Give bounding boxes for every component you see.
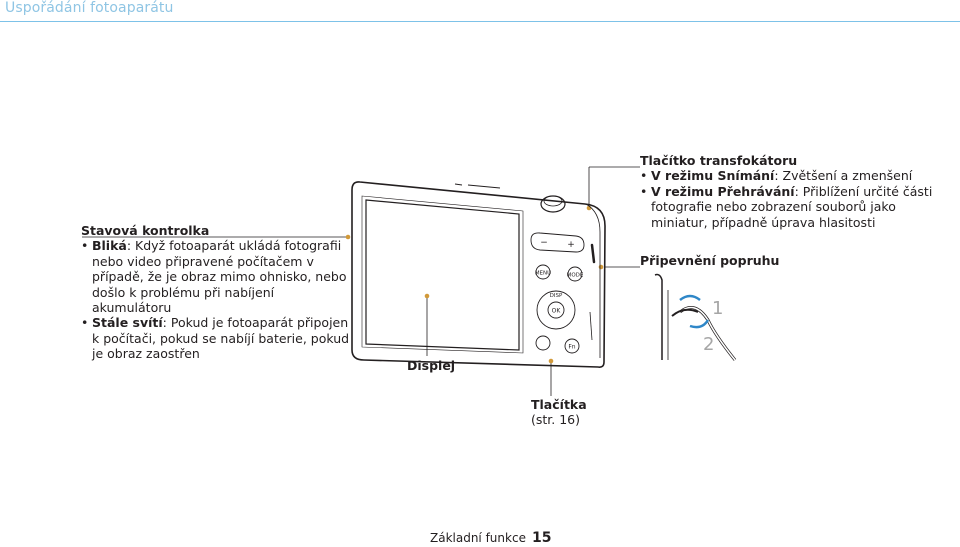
- header-rule: [0, 21, 960, 22]
- zoom-button-heading: Tlačítko transfokátoru: [640, 153, 798, 168]
- strap-step-1: 1: [712, 298, 723, 319]
- ok-button-label: OK: [552, 308, 562, 315]
- page-footer: Základní funkce 15: [430, 530, 551, 546]
- menu-button-label: MENU: [535, 271, 551, 277]
- zoom-playback-item: V režimu Přehrávání: Přiblížení určité č…: [640, 184, 940, 230]
- buttons-page-ref: (str. 16): [531, 412, 581, 428]
- zoom-shooting-item: V režimu Snímání: Zvětšení a zmenšení: [640, 168, 940, 183]
- buttons-label-title: Tlačítka: [531, 397, 587, 412]
- camera-body: [351, 181, 606, 368]
- zoom-plus-label: +: [567, 240, 575, 250]
- header-title: Uspořádání fotoaparátu: [5, 0, 174, 16]
- strap-arrow-1: [679, 294, 701, 302]
- strap-label: Připevnění popruhu: [640, 253, 780, 268]
- strap-step-2: 2: [703, 334, 714, 355]
- zoom-button-callout: Tlačítko transfokátoru V režimu Snímání:…: [640, 153, 940, 230]
- mode-button-label: MODE: [567, 273, 584, 279]
- fn-button-label: Fn: [568, 344, 575, 351]
- status-blinking-item: Bliká: Když fotoaparát ukládá fotografii…: [81, 238, 351, 315]
- zoom-minus-label: −: [540, 238, 548, 248]
- disp-button-label: DISP: [550, 293, 563, 299]
- strap-arrow-2: [689, 319, 710, 329]
- status-steady-item: Stále svítí: Pokud je fotoaparát připoje…: [81, 315, 351, 361]
- status-indicator-heading: Stavová kontrolka: [81, 223, 210, 238]
- status-indicator-callout: Stavová kontrolka Bliká: Když fotoaparát…: [81, 223, 351, 362]
- strap-leader-dot: [598, 264, 604, 270]
- buttons-label: Tlačítka (str. 16): [531, 397, 587, 428]
- footer-section: Základní funkce: [430, 531, 526, 545]
- display-label: Displej: [407, 358, 456, 373]
- display-leader-dot: [424, 293, 430, 299]
- buttons-leader-dot: [548, 358, 554, 364]
- page-number: 15: [531, 530, 552, 546]
